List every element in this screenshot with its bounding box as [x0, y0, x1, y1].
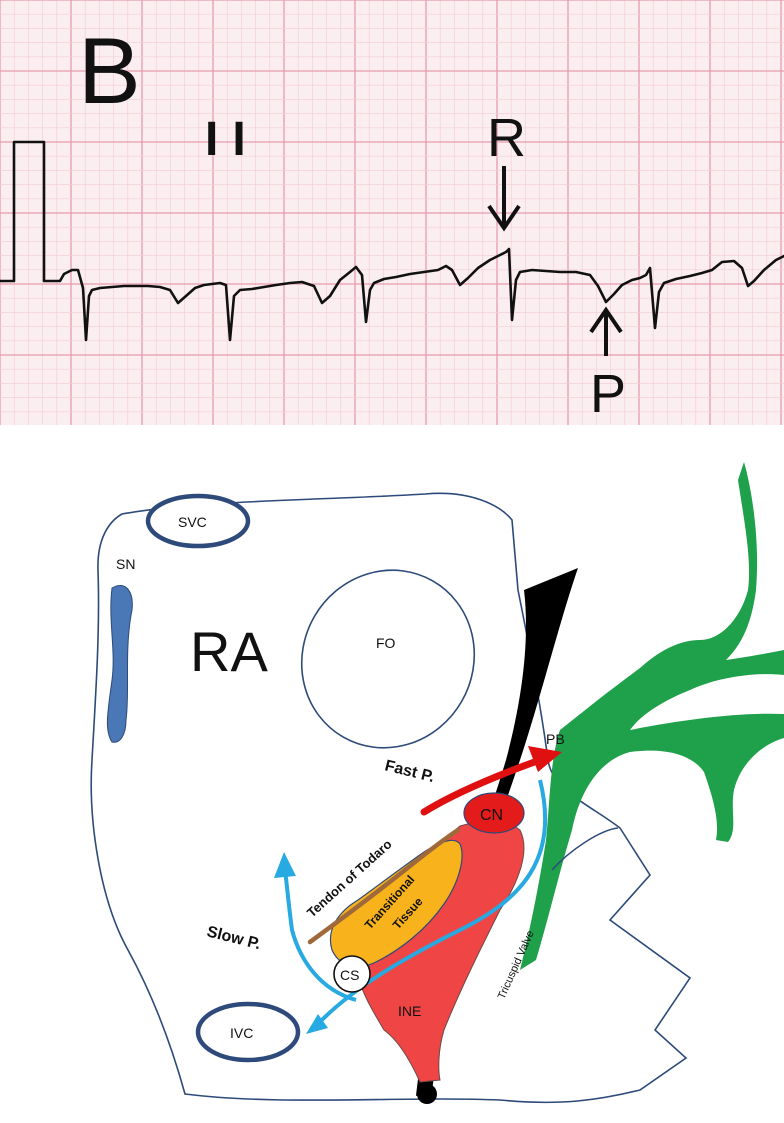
panel-label-b: B	[78, 18, 141, 123]
p-wave-marker: P	[590, 364, 626, 424]
tendon-of-todaro	[307, 827, 461, 945]
slow-pathway-arrowhead-up-icon	[274, 852, 296, 878]
r-arrow-icon	[487, 166, 521, 232]
fast-pathway-arrow	[420, 756, 544, 816]
slow-pathway-arrowhead-ivc-icon	[306, 1014, 328, 1034]
fo-label: FO	[376, 635, 396, 651]
tricuspid-ring-end	[417, 1084, 437, 1104]
p-arrow-icon	[589, 306, 623, 356]
sinus-node	[106, 585, 133, 743]
svc-ring	[145, 493, 251, 549]
right-atrium-diagram: SVC SN RA FO PB Fast P. CN Tendon of Tod…	[90, 462, 784, 1104]
calibration-pulse	[0, 140, 46, 283]
cn-label: CN	[480, 807, 503, 824]
ivc-label: IVC	[230, 1025, 253, 1041]
his-bundle-branches	[520, 462, 784, 970]
right-atrium-outline	[90, 492, 692, 1104]
slow-pathway-arrow	[314, 779, 548, 1028]
ecg-trace	[42, 247, 784, 342]
tricuspid-leaflet-line	[551, 827, 619, 871]
ecg-strip: B II R P	[0, 0, 784, 425]
cs-label: CS	[340, 967, 359, 983]
fossa-ovalis	[300, 569, 476, 749]
ine-label: INE	[398, 1003, 421, 1019]
pb-label: PB	[546, 731, 565, 747]
sn-label: SN	[116, 556, 135, 572]
fast-pathway-arrowhead-icon	[528, 746, 562, 772]
ra-label: RA	[190, 620, 268, 683]
r-wave-marker: R	[487, 108, 526, 168]
compact-node	[463, 792, 525, 834]
ecg-panel: B II R P	[0, 0, 784, 425]
ivc-ring	[195, 1001, 301, 1063]
coronary-sinus	[333, 955, 371, 993]
lead-label-ii: II	[205, 113, 260, 166]
anatomy-panel: SVC SN RA FO PB Fast P. CN Tendon of Tod…	[0, 425, 784, 1123]
transitional-tissue	[329, 839, 463, 968]
svc-label: SVC	[178, 514, 207, 530]
ecg-grid	[0, 0, 784, 425]
tricuspid-valve-ring	[416, 568, 578, 1096]
slow-pathway-upward-arrow	[282, 861, 357, 1002]
